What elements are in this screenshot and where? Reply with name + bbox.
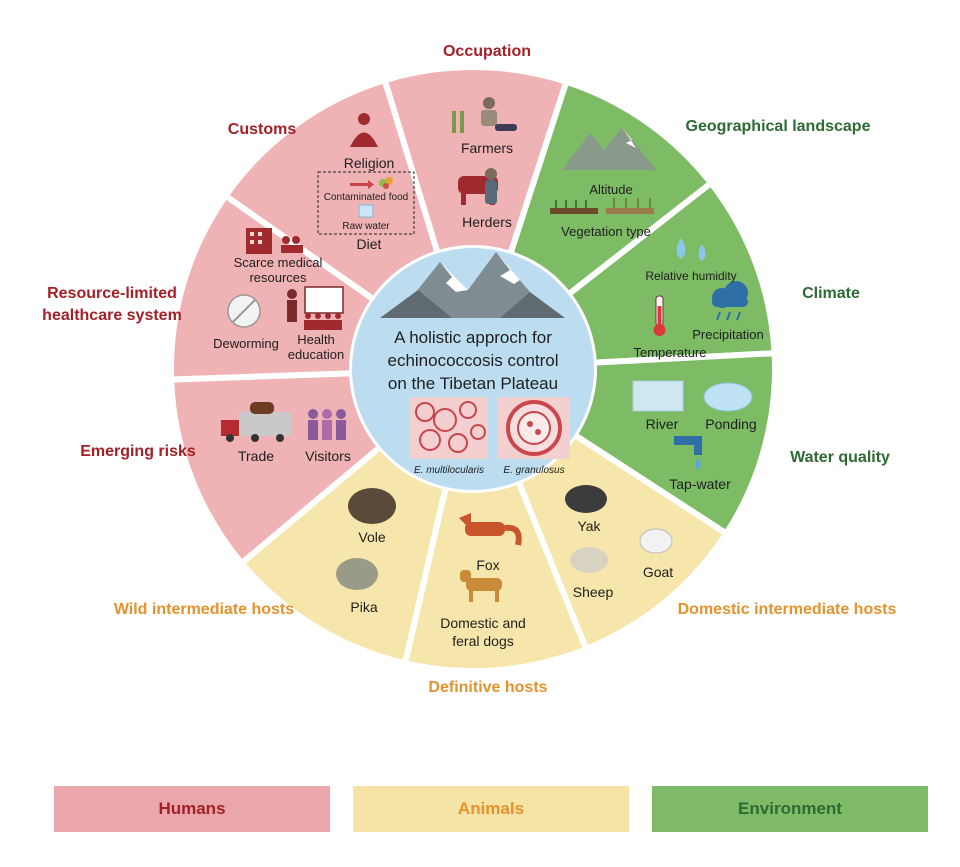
item-health-line-1: Health — [297, 332, 335, 347]
item-dogs-line-2: feral dogs — [452, 633, 513, 649]
religion-icon — [350, 113, 378, 147]
item-sheep: Sheep — [573, 584, 614, 600]
pill-icon — [227, 294, 261, 328]
truck-icon — [221, 402, 291, 442]
legend-environment-label: Environment — [738, 799, 842, 818]
legend-animals-label: Animals — [457, 799, 525, 818]
item-altitude: Altitude — [589, 182, 632, 197]
raw-water-icon — [358, 204, 374, 218]
center-title-line-2: echinococcosis control — [387, 351, 558, 370]
item-precipitation: Precipitation — [692, 327, 764, 342]
item-fox: Fox — [476, 557, 499, 573]
item-ponding: Ponding — [705, 416, 756, 432]
item-herders: Herders — [462, 214, 512, 230]
item-deworming: Deworming — [213, 336, 279, 351]
vole-icon — [348, 488, 396, 524]
yak-icon — [565, 485, 607, 513]
item-scarce-line-2: resources — [249, 270, 307, 285]
tap-icon — [674, 436, 702, 470]
e-granulosus-image — [498, 397, 570, 459]
item-yak: Yak — [577, 518, 601, 534]
goat-icon — [639, 528, 673, 554]
item-temperature: Temperature — [634, 345, 707, 360]
item-contaminated-food: Contaminated food — [324, 192, 409, 203]
diet-box — [317, 171, 415, 235]
vegetation-icon — [550, 198, 654, 214]
altitude-icon — [562, 127, 656, 170]
legend-environment: Environment — [652, 786, 928, 832]
species-left-label: E. multilocularis — [414, 465, 484, 476]
legend-humans: Humans — [54, 786, 330, 832]
herder-icon — [458, 168, 498, 205]
mountain-icon — [380, 252, 565, 318]
item-religion: Religion — [344, 155, 395, 171]
category-emerging-risks: Emerging risks — [80, 443, 196, 460]
e-multilocularis-image — [410, 397, 488, 459]
species-right-label: E. granulosus — [503, 465, 564, 476]
center-title-line-1: A holistic approch for — [394, 328, 552, 347]
fox-icon — [459, 513, 522, 546]
item-river: River — [646, 416, 679, 432]
contaminated-food-icon — [350, 177, 393, 189]
item-diet: Diet — [357, 236, 382, 252]
category-customs: Customs — [228, 121, 297, 138]
pika-icon — [336, 558, 378, 590]
category-wild-intermediate-hosts: Wild intermediate hosts — [114, 601, 294, 618]
humidity-icon — [676, 238, 706, 261]
item-farmers: Farmers — [461, 140, 513, 156]
item-dogs-line-1: Domestic and — [440, 615, 526, 631]
category-geographical-landscape: Geographical landscape — [686, 118, 871, 135]
river-icon — [632, 380, 684, 412]
legend-animals: Animals — [353, 786, 629, 832]
center-circle: A holistic approch for echinococcosis co… — [352, 248, 594, 490]
category-healthcare-line-1: Resource-limited — [47, 285, 177, 302]
category-definitive-hosts: Definitive hosts — [428, 679, 547, 696]
farmer-icon — [452, 97, 517, 133]
item-raw-water: Raw water — [342, 221, 390, 232]
item-health-line-2: education — [288, 347, 344, 362]
category-climate: Climate — [802, 285, 860, 302]
item-scarce-line-1: Scarce medical — [234, 255, 323, 270]
center-title-line-3: on the Tibetan Plateau — [388, 374, 558, 393]
item-relative-humidity: Relative humidity — [645, 269, 736, 283]
hospital-icon — [246, 228, 303, 254]
item-vole: Vole — [358, 529, 385, 545]
category-water-quality: Water quality — [790, 449, 890, 466]
category-occupation: Occupation — [443, 43, 531, 60]
teacher-icon — [287, 286, 344, 330]
item-goat: Goat — [643, 564, 673, 580]
category-healthcare-line-2: healthcare system — [42, 307, 182, 324]
thermometer-icon — [653, 295, 666, 336]
category-domestic-intermediate-hosts: Domestic intermediate hosts — [678, 601, 897, 618]
dog-icon — [460, 570, 502, 602]
item-tap-water: Tap-water — [669, 476, 731, 492]
item-visitors: Visitors — [305, 448, 351, 464]
legend-humans-label: Humans — [158, 799, 226, 818]
item-pika: Pika — [350, 599, 377, 615]
sheep-icon — [570, 547, 608, 573]
item-trade: Trade — [238, 448, 274, 464]
ponding-icon — [703, 382, 753, 412]
visitors-icon — [308, 409, 346, 440]
rain-cloud-icon — [712, 281, 748, 321]
item-vegetation-type: Vegetation type — [561, 224, 651, 239]
